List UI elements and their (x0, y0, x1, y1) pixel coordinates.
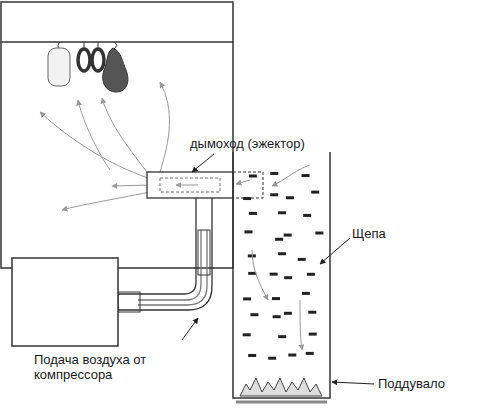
wood-chip (278, 335, 286, 338)
wood-chip (286, 196, 294, 199)
wood-chip (273, 315, 281, 318)
wood-chip (284, 312, 292, 315)
products (48, 42, 128, 92)
wood-chip (270, 172, 278, 175)
wood-chip (270, 273, 278, 276)
part-label: Поддувало (378, 376, 445, 391)
hanging-rod (1, 41, 233, 43)
wood-chip (244, 230, 252, 233)
wood-chip (248, 354, 256, 357)
wood-chip (243, 333, 251, 336)
wood-chip (275, 238, 283, 241)
part-label: Подача воздуха от компрессора (34, 352, 199, 382)
wood-chip (272, 297, 280, 300)
part-label: Щепа (352, 226, 386, 241)
part-label: дымоход (эжектор) (190, 136, 305, 151)
wood-chip (288, 354, 296, 357)
wood-chip (306, 352, 314, 355)
wood-chip (302, 292, 310, 295)
wood-chip (243, 197, 251, 200)
wood-chip (268, 357, 276, 360)
wood-chip (249, 212, 257, 215)
leader-lines (182, 154, 374, 384)
wood-chip (307, 273, 315, 276)
wood-chip (243, 297, 251, 300)
fire (240, 378, 322, 396)
wood-chip (311, 191, 319, 194)
compressor-box (12, 258, 118, 346)
wood-chip (250, 313, 258, 316)
wood-chip (249, 174, 257, 177)
wood-chip (284, 276, 292, 279)
smoke-generator (233, 152, 330, 402)
wood-chip (308, 311, 316, 314)
wood-chip (284, 234, 292, 237)
wood-chip (298, 258, 306, 261)
smoking-chamber (1, 2, 233, 268)
wood-chip (303, 214, 311, 217)
wood-chip (309, 333, 317, 336)
wood-chip (278, 252, 286, 255)
wood-chip (302, 174, 310, 177)
wood-chip (270, 193, 278, 196)
ejector-tube (147, 172, 263, 198)
wood-chip (315, 232, 323, 235)
air-pipe (118, 198, 212, 312)
wood-chip (278, 211, 286, 214)
